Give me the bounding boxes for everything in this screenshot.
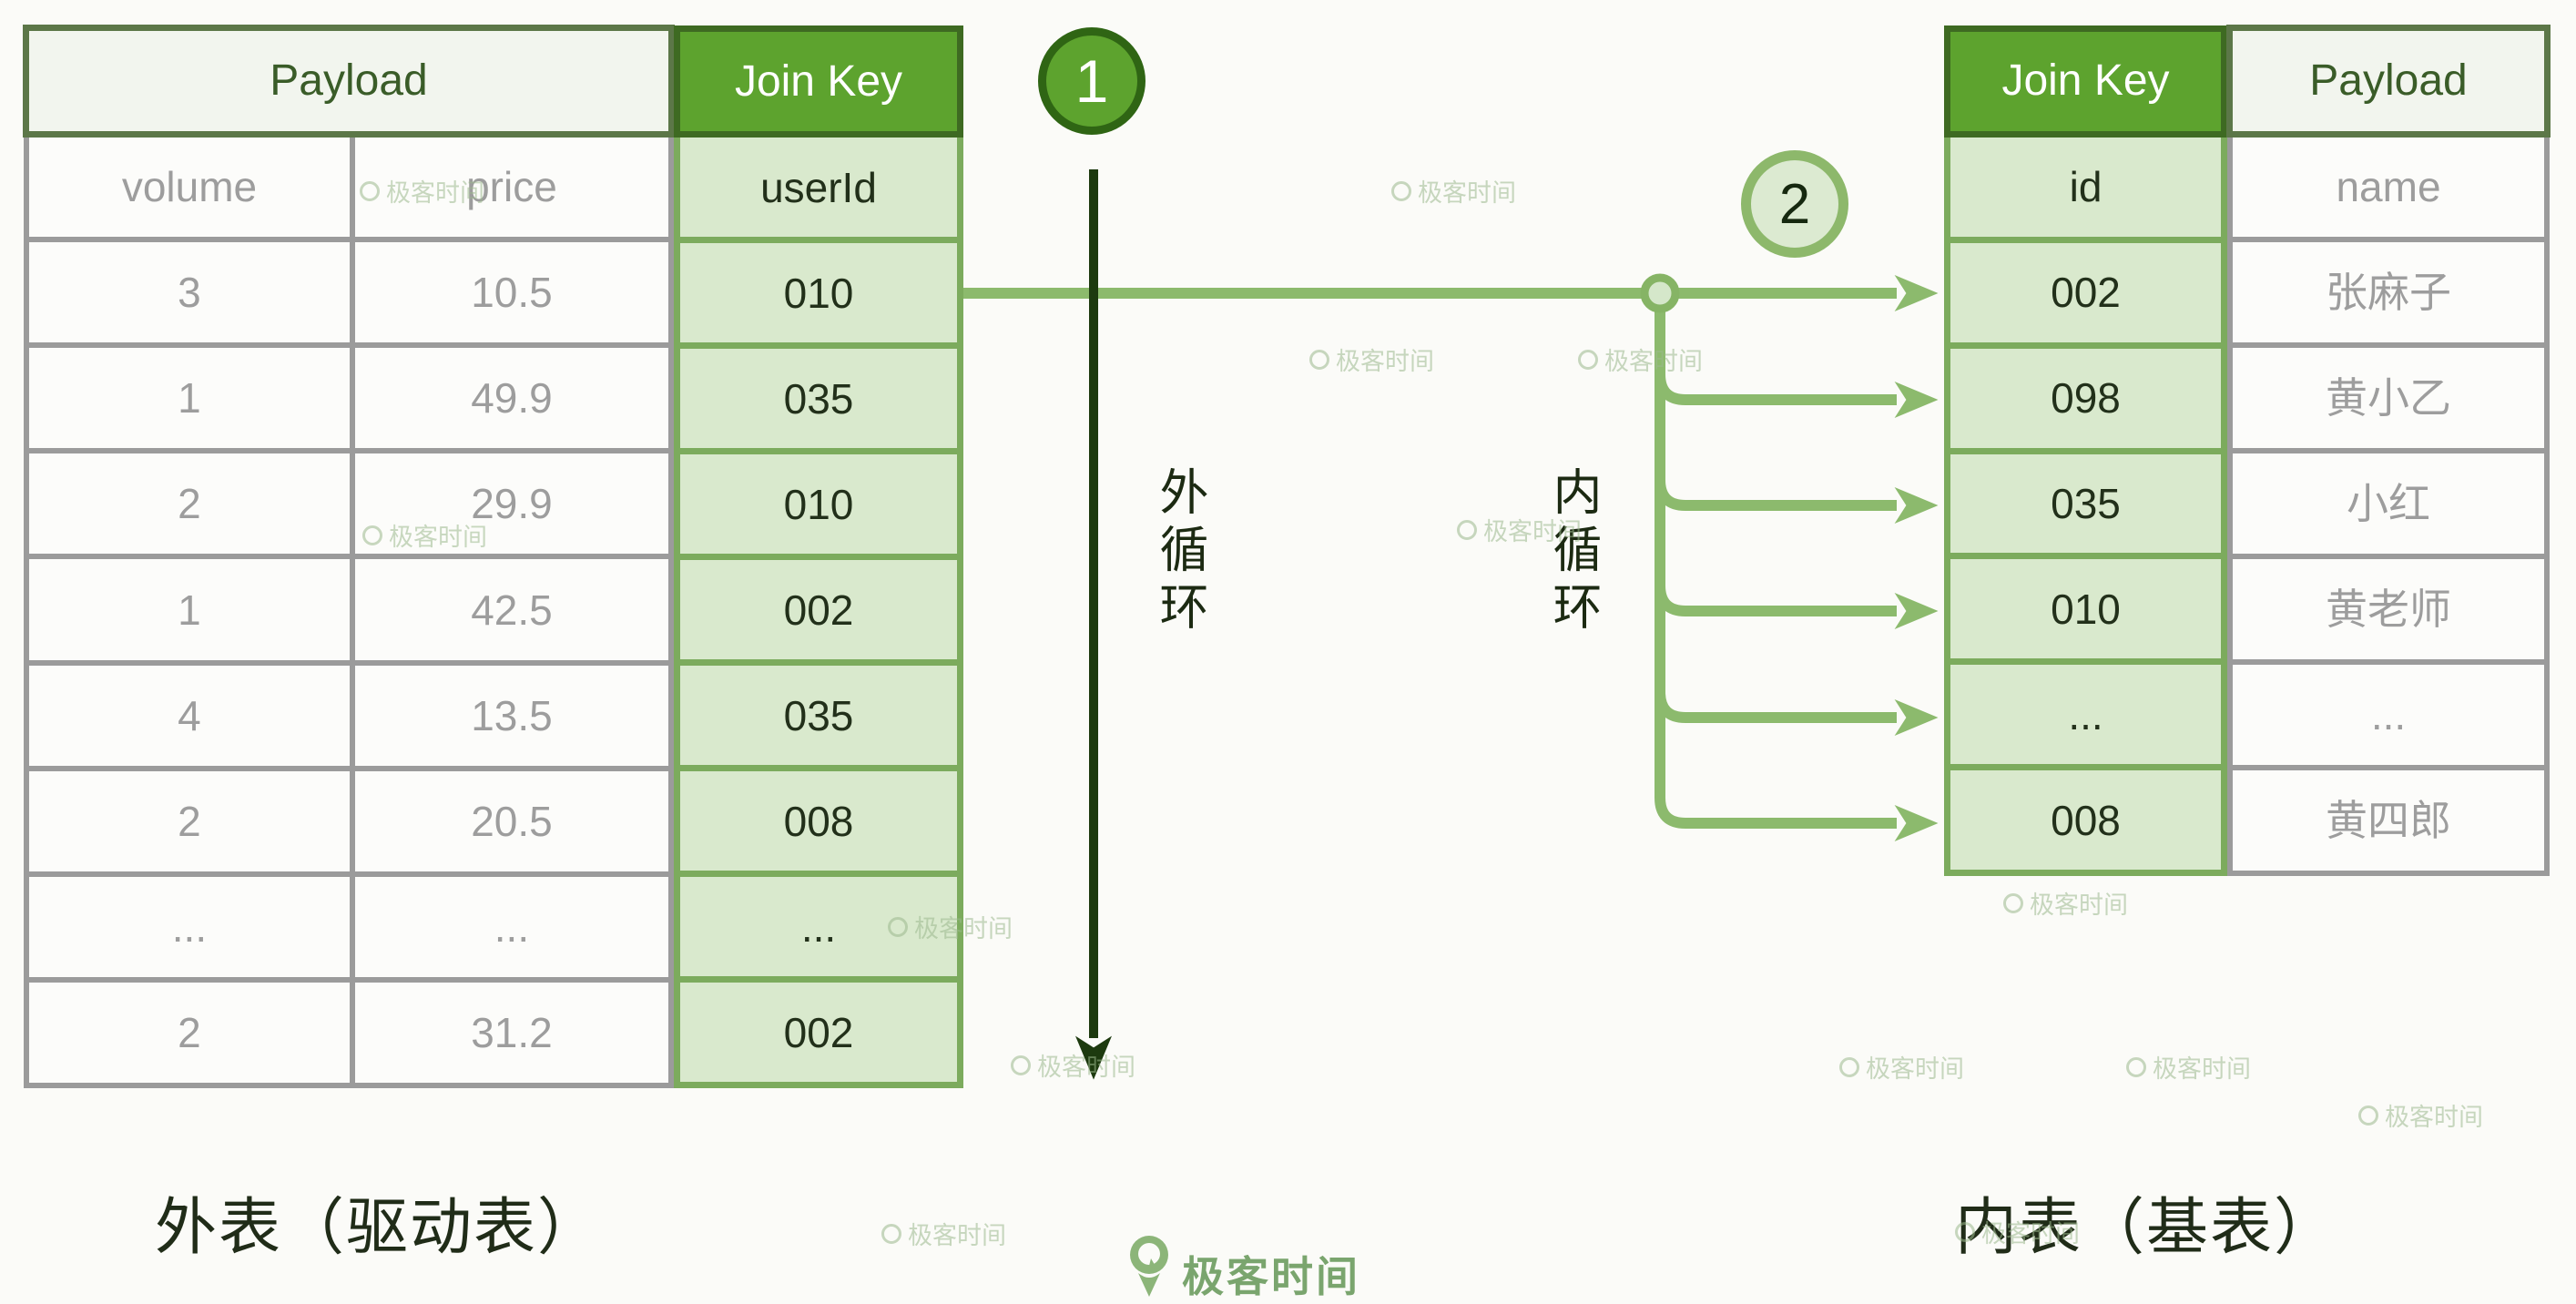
table-cell: 002 (680, 983, 957, 1082)
watermark: 极客时间 (1309, 341, 1434, 377)
watermark: 极客时间 (1457, 512, 1582, 547)
table-cell: 1 (29, 559, 350, 660)
watermark: 极客时间 (1011, 1047, 1135, 1083)
table-cell: 黄小乙 (2233, 348, 2544, 448)
geektime-watermark-icon (2358, 1105, 2378, 1126)
table-cell: 20.5 (354, 770, 668, 871)
geektime-watermark-icon (1578, 349, 1598, 370)
table-cell: 002 (680, 560, 957, 659)
table-cell: ... (2233, 665, 2544, 765)
watermark: 极客时间 (1839, 1049, 1964, 1085)
table-cell: 2 (29, 453, 350, 555)
table-cell: 010 (680, 454, 957, 554)
watermark: 极客时间 (881, 1216, 1006, 1251)
watermark: 极客时间 (1578, 341, 1703, 377)
geektime-watermark-icon (881, 1223, 901, 1244)
geektime-watermark-icon (1457, 519, 1477, 540)
junction-dot (1640, 273, 1680, 313)
watermark: 极客时间 (362, 517, 487, 553)
geektime-watermark-icon (1391, 180, 1411, 201)
table-cell: 008 (680, 771, 957, 871)
table-cell: 010 (680, 243, 957, 342)
table-cell: 035 (680, 666, 957, 765)
branch-arrow-row-008 (1655, 293, 1939, 841)
table-cell: ... (29, 876, 350, 977)
step-2-badge: 2 (1741, 150, 1848, 258)
outer-col-volume: volume (29, 137, 350, 238)
table-cell: 010 (1950, 559, 2221, 659)
table-cell: 1 (29, 348, 350, 449)
outer-table: Payload volume price 3 10.5 1 49.9 2 29.… (24, 25, 963, 1088)
table-cell: 29.9 (354, 453, 668, 555)
table-cell: ... (1950, 665, 2221, 765)
outer-table-payload-area: Payload volume price 3 10.5 1 49.9 2 29.… (24, 25, 674, 1088)
geektime-watermark-icon (2126, 1056, 2146, 1077)
inner-table-caption: 内表（基表） (1954, 1193, 2337, 1262)
geektime-watermark-icon (2003, 892, 2023, 913)
outer-table-joinkey-column: Join Key userId 010 035 010 002 035 008 … (674, 25, 963, 1088)
table-cell: 42.5 (354, 559, 668, 660)
geektime-watermark-icon (362, 525, 382, 545)
inner-payload-header: Payload (2233, 31, 2544, 131)
outer-payload-header: Payload (29, 31, 668, 132)
geektime-watermark-icon (1955, 1221, 1975, 1242)
inner-col-id: id (1950, 137, 2221, 237)
outer-loop-label: 外循环 (1152, 466, 1207, 638)
watermark: 极客时间 (1955, 1214, 2080, 1249)
table-cell: 035 (1950, 453, 2221, 554)
table-cell: 13.5 (354, 665, 668, 766)
table-cell: 小红 (2233, 453, 2544, 554)
outer-col-userid: userId (680, 138, 957, 237)
table-cell: 002 (1950, 242, 2221, 342)
outer-col-price: price (354, 137, 668, 238)
geektime-watermark-icon (1839, 1056, 1859, 1077)
table-cell: 2 (29, 770, 350, 871)
watermark: 极客时间 (1391, 173, 1516, 209)
geektime-watermark-icon (888, 916, 908, 937)
table-cell: 2 (29, 982, 350, 1083)
geektime-watermark-icon (1011, 1054, 1031, 1075)
inner-table-payload-area: Payload name 张麻子 黄小乙 小红 黄老师 ... 黄四郎 (2227, 25, 2550, 876)
table-cell: 4 (29, 665, 350, 766)
inner-table-joinkey-column: Join Key id 002 098 035 010 ... 008 (1944, 25, 2227, 876)
table-cell: 008 (1950, 770, 2221, 870)
watermark: 极客时间 (360, 173, 484, 209)
inner-joinkey-header: Join Key (1950, 32, 2221, 131)
inner-loop-label: 内循环 (1545, 466, 1600, 638)
table-cell: 49.9 (354, 348, 668, 449)
outer-table-caption: 外表（驱动表） (154, 1193, 601, 1262)
table-cell: 10.5 (354, 242, 668, 343)
watermark: 极客时间 (2003, 885, 2128, 921)
step-1-badge: 1 (1038, 27, 1145, 135)
table-cell: ... (354, 876, 668, 977)
watermark: 极客时间 (888, 909, 1013, 944)
watermark: 极客时间 (2126, 1049, 2251, 1085)
table-cell: 098 (1950, 348, 2221, 448)
table-cell: 035 (680, 349, 957, 448)
geektime-logo-text: 极客时间 (1182, 1253, 1360, 1300)
table-cell: 张麻子 (2233, 242, 2544, 342)
table-cell: ... (680, 877, 957, 976)
geektime-watermark-icon (1309, 349, 1329, 370)
geektime-watermark-icon (360, 180, 380, 201)
table-cell: 黄老师 (2233, 559, 2544, 659)
watermark: 极客时间 (2358, 1097, 2483, 1133)
geektime-logo-icon (1130, 1236, 1168, 1297)
geektime-logo: 极客时间 (1129, 1235, 1360, 1304)
outer-joinkey-header: Join Key (680, 32, 957, 131)
table-cell: 黄四郎 (2233, 770, 2544, 871)
inner-col-name: name (2233, 137, 2544, 237)
table-cell: 31.2 (354, 982, 668, 1083)
table-cell: 3 (29, 242, 350, 343)
inner-table: Join Key id 002 098 035 010 ... 008 Payl… (1944, 25, 2550, 876)
